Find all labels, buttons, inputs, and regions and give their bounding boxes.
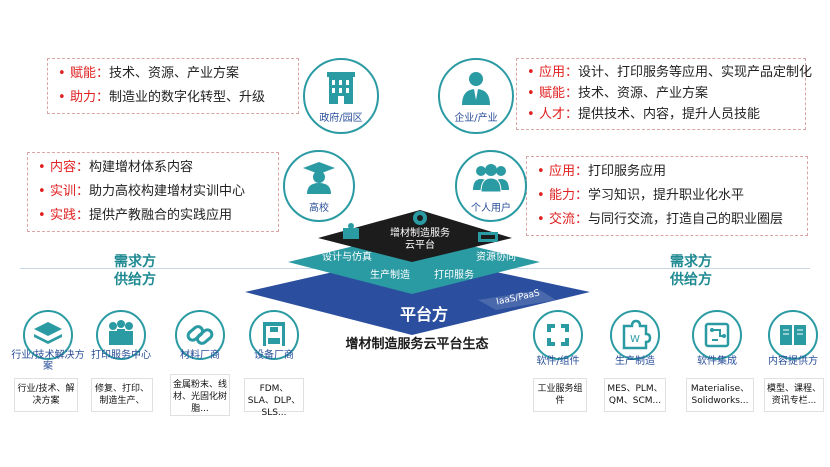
enterprise-benefit-line: •人才：提供技术、内容，提升人员技能 <box>527 107 761 122</box>
enterprise-benefits-box: •应用：设计、打印服务等应用、实现产品定制化 •赋能：技术、资源、产业方案 •人… <box>516 58 812 130</box>
circuit-icon <box>704 322 730 348</box>
production-label: 生产制造 <box>370 270 410 281</box>
material-vendor-circle <box>175 310 225 360</box>
graduate-icon <box>303 162 335 194</box>
print-center-desc: 修复、打印、制造生产、 <box>91 378 153 412</box>
material-vendor-desc: 金属粉末、线材、光固化树脂... <box>170 374 230 416</box>
user-benefits-box: •应用：打印服务应用 •能力：学习知识，提升职业化水平 •交流：与同行交流，打造… <box>526 156 808 236</box>
user-group-icon <box>473 164 509 193</box>
businessman-icon <box>462 72 490 105</box>
layers-icon <box>34 322 62 344</box>
platform-top-label: 增材制造服务云平台 <box>390 228 450 251</box>
design-tool-icon <box>343 223 359 239</box>
puzzle-icon: W <box>622 319 652 350</box>
book-icon <box>780 325 806 345</box>
manufacturing-circle: W <box>610 310 660 360</box>
equipment-vendor-desc: FDM、SLA、DLP、SLS... <box>244 378 304 418</box>
school-node: 高校 <box>283 150 355 222</box>
school-label: 高校 <box>309 203 329 214</box>
enterprise-benefit-line: •赋能：技术、资源、产业方案 <box>527 86 709 101</box>
software-component-circle <box>533 310 583 360</box>
material-vendor-label: 材料厂商 <box>180 350 220 361</box>
gov-benefits-box: •赋能：技术、资源、产业方案 •助力：制造业的数字化转型、升级 <box>47 58 299 114</box>
user-benefit-line: •能力：学习知识，提升职业化水平 <box>537 188 745 203</box>
print-center-circle <box>96 310 146 360</box>
school-benefit-line: •实践：提供产教融合的实践应用 <box>38 208 233 223</box>
manufacturing-label: 生产制造 <box>615 356 655 367</box>
enterprise-node: 企业/产业 <box>438 58 514 134</box>
equipment-vendor-label: 设备厂商 <box>254 350 294 361</box>
individual-user-label: 个人用户 <box>471 203 511 214</box>
gov-park-label: 政府/园区 <box>319 113 363 124</box>
platform-subtitle: 增材制造服务云平台生态 <box>345 337 489 352</box>
platform-name: 平台方 <box>400 305 449 324</box>
enterprise-benefit-line: •应用：设计、打印服务等应用、实现产品定制化 <box>527 65 813 80</box>
content-provider-desc: 模型、课程、资讯专栏... <box>764 378 824 412</box>
content-provider-circle <box>768 310 818 360</box>
print-service-label: 打印服务 <box>434 270 474 281</box>
gov-benefit-line: •助力：制造业的数字化转型、升级 <box>58 90 266 105</box>
left-demand-supply-label: 需求方供给方 <box>114 254 156 288</box>
user-benefit-line: •交流：与同行交流，打造自己的职业圈层 <box>537 212 784 227</box>
link-icon <box>186 325 214 345</box>
school-benefit-line: •实训：助力高校构建增材实训中心 <box>38 184 246 199</box>
resource-collab-label: 资源协同 <box>476 252 516 263</box>
user-benefit-line: •应用：打印服务应用 <box>537 164 667 179</box>
printer-icon <box>263 322 285 346</box>
school-benefit-line: •内容：构建增材体系内容 <box>38 160 194 175</box>
print-center-label: 打印服务中心 <box>91 350 151 361</box>
enterprise-label: 企业/产业 <box>454 113 498 124</box>
solution-provider-label: 行业/技术解决方案 <box>11 350 85 372</box>
solution-provider-desc: 行业/技术、解决方案 <box>14 378 78 412</box>
team-icon <box>109 320 133 345</box>
software-component-label: 软件/组件 <box>536 356 580 367</box>
individual-user-node: 个人用户 <box>455 150 527 222</box>
software-integration-circle <box>692 310 742 360</box>
svg-text:W: W <box>630 334 640 345</box>
solution-provider-circle <box>23 310 73 360</box>
manufacturing-desc: MES、PLM、QM、SCM... <box>604 378 666 412</box>
right-demand-supply-label: 需求方供给方 <box>670 254 712 288</box>
gov-park-node: 政府/园区 <box>303 58 379 134</box>
software-component-desc: 工业服务组件 <box>533 378 587 412</box>
building-icon <box>327 72 355 104</box>
gear-platform-icon <box>413 211 427 225</box>
software-integration-desc: Materialise、Solidworks... <box>686 378 754 412</box>
content-provider-label: 内容提供方 <box>768 356 818 367</box>
gov-benefit-line: •赋能：技术、资源、产业方案 <box>58 66 240 81</box>
software-integration-label: 软件集成 <box>697 356 737 367</box>
equipment-vendor-circle <box>249 310 299 360</box>
school-benefits-box: •内容：构建增材体系内容 •实训：助力高校构建增材实训中心 •实践：提供产教融合… <box>27 152 279 232</box>
component-icon <box>547 324 569 346</box>
resource-sync-icon <box>478 232 498 242</box>
design-simulation-label: 设计与仿真 <box>322 252 372 263</box>
